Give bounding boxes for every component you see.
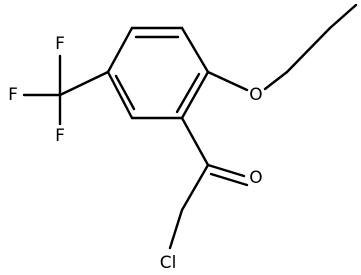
bond-ring-5	[106, 70, 134, 120]
atom-fluorine-left: F	[8, 85, 18, 105]
bond-carbonyl-c-to-ch2	[180, 163, 210, 212]
atom-fluorine-top: F	[55, 34, 65, 54]
bond-ring-5-inner	[114, 74, 136, 111]
bond-ring-to-carbonyl-c	[180, 116, 210, 167]
bond-ch2-to-cl	[168, 208, 184, 250]
bond-ring-2	[180, 26, 210, 74]
atom-carbonyl-oxygen: O	[249, 168, 262, 188]
bond-carbonyl-double-2	[209, 172, 249, 187]
bond-ch2-to-ch3	[328, 3, 358, 30]
propoxy-group: O	[206, 3, 358, 105]
benzene-ring	[106, 26, 210, 120]
atom-fluorine-bottom: F	[55, 126, 65, 146]
bond-ring-3-inner	[175, 72, 201, 114]
bond-ring-6	[106, 26, 134, 74]
bond-ch2-to-ch2	[285, 26, 332, 74]
bond-ring-3	[180, 70, 210, 120]
chloroacetyl-group: O Cl	[160, 116, 263, 273]
atom-ether-oxygen: O	[249, 85, 262, 105]
bond-ring-to-ether-o	[206, 70, 249, 92]
bond-carbonyl-double-1	[206, 163, 246, 178]
bond-ether-o-to-ch2	[263, 70, 289, 91]
trifluoromethyl-group: F F F	[8, 34, 110, 146]
atom-chlorine: Cl	[160, 253, 177, 273]
bond-ring-to-cf3	[58, 70, 110, 97]
